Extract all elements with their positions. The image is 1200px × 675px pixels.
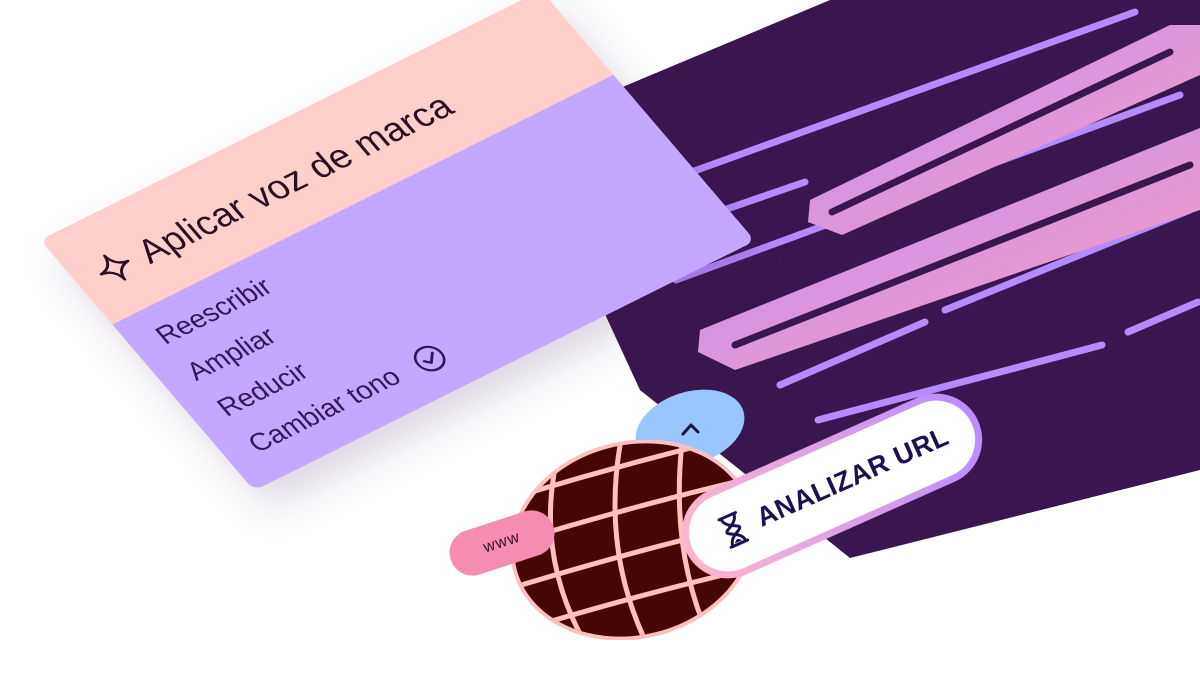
- highlight-block-2: [698, 128, 1200, 370]
- chevron-up-icon: [681, 423, 700, 436]
- text-line: [1124, 298, 1200, 336]
- menu-body: Reescribir Ampliar Reducir Cambiar tono: [112, 74, 756, 491]
- analyze-url-button[interactable]: ANALIZAR URL: [667, 378, 997, 594]
- brand-voice-menu: Aplicar voz de marca Reescribir Ampliar …: [40, 0, 756, 491]
- hourglass-icon: [717, 511, 750, 549]
- highlight-block-1: [808, 25, 1200, 235]
- check-circle-icon: [413, 345, 446, 372]
- sparkle-icon: [99, 254, 130, 281]
- text-line: [814, 341, 1106, 424]
- menu-header[interactable]: Aplicar voz de marca: [40, 0, 614, 325]
- text-line: [776, 318, 929, 389]
